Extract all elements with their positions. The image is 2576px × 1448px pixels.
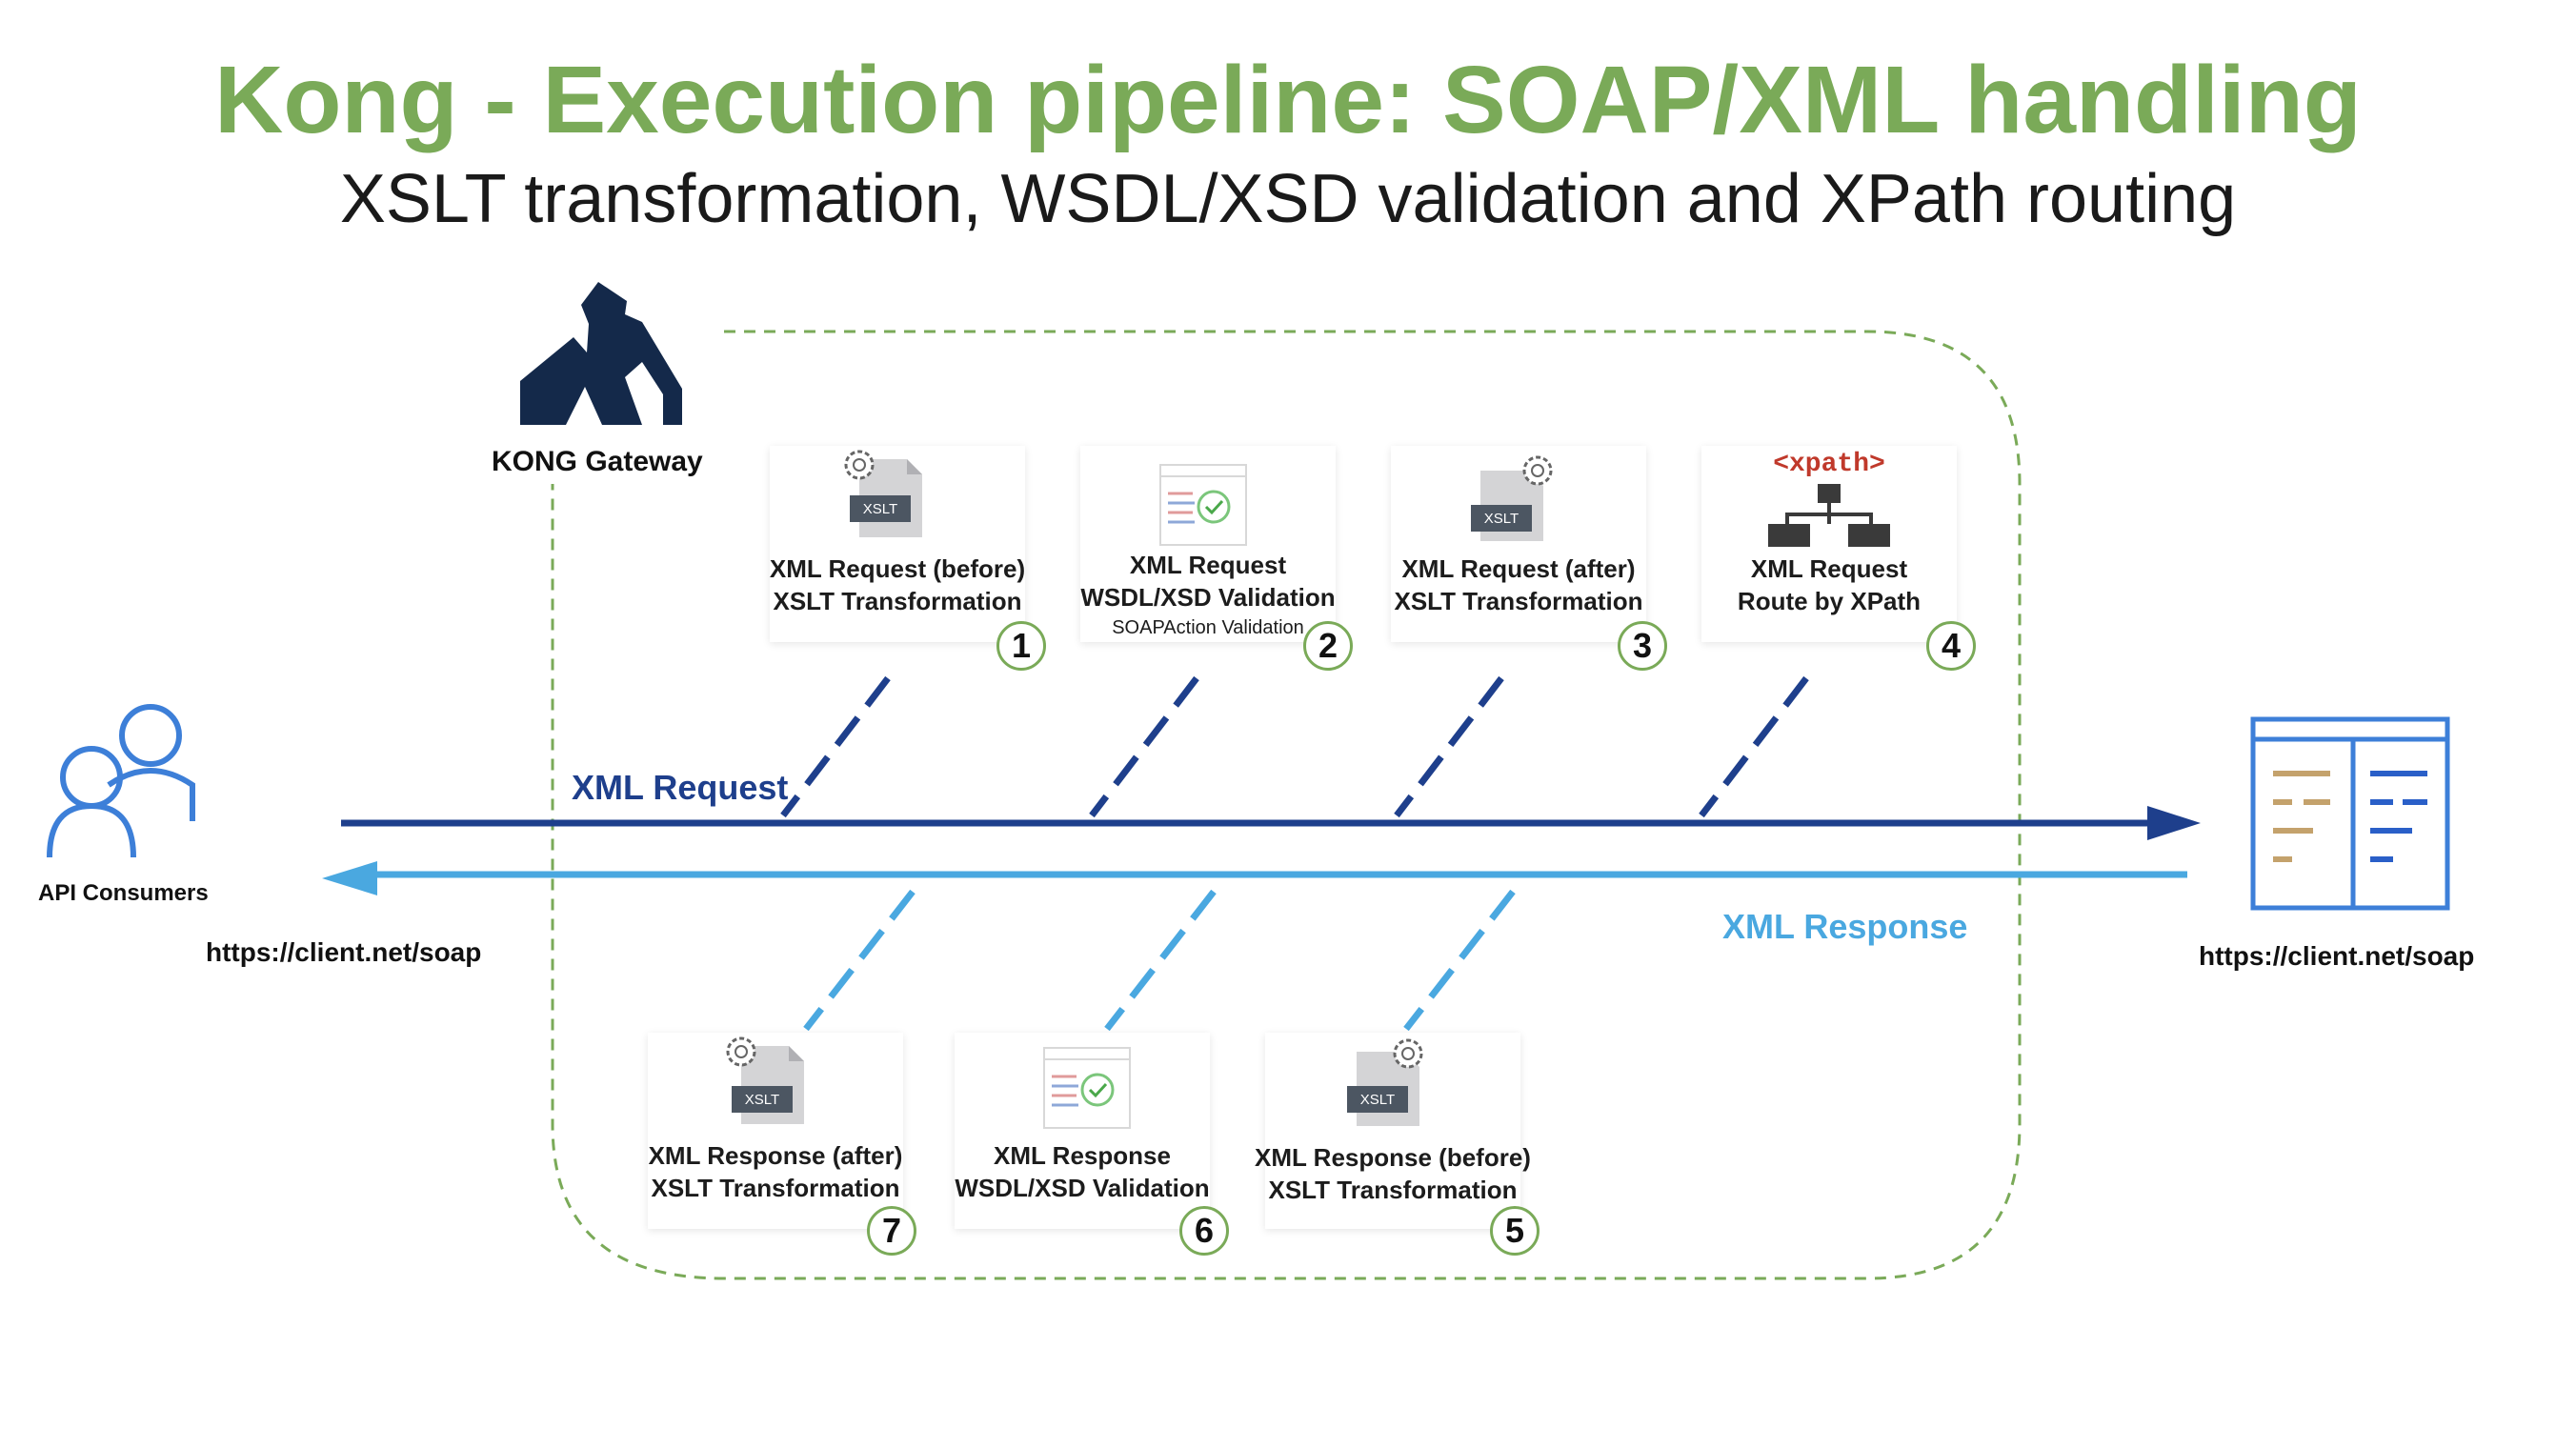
step-card-response-after-xslt: XSLT XML Response (after) XSLT Transform… [648, 1033, 903, 1229]
xslt-gear-icon: XSLT [844, 450, 922, 537]
step-7-line1: XML Response (after) [648, 1141, 903, 1170]
connector-response-5 [1403, 889, 1516, 1032]
svg-text:XSLT: XSLT [745, 1092, 779, 1108]
step-5-badge: 5 [1490, 1206, 1540, 1256]
page-title: Kong - Execution pipeline: SOAP/XML hand… [214, 47, 2362, 153]
connector-request-4 [1699, 675, 1809, 818]
step-6-line2: WSDL/XSD Validation [955, 1174, 1210, 1202]
svg-text:XSLT: XSLT [1484, 511, 1519, 527]
connector-request-2 [1089, 675, 1199, 818]
step-2-badge: 2 [1303, 621, 1353, 671]
step-3-line2: XSLT Transformation [1394, 587, 1643, 615]
connector-request-3 [1394, 675, 1504, 818]
svg-text:XSLT: XSLT [1360, 1092, 1395, 1108]
step-5-line2: XSLT Transformation [1268, 1176, 1518, 1204]
connector-request-1 [780, 675, 891, 818]
xslt-gear-icon: XSLT [1347, 1038, 1423, 1126]
step-2-line1: XML Request [1129, 551, 1287, 579]
users-icon [47, 704, 195, 858]
step-card-response-validation: XML Response WSDL/XSD Validation [955, 1033, 1210, 1229]
kong-gorilla-logo-icon [520, 282, 682, 425]
step-4-line2: Route by XPath [1737, 587, 1922, 615]
step-2-line2: WSDL/XSD Validation [1080, 583, 1336, 612]
step-card-request-xpath-route: <xpath> XML Request Route by XPath [1701, 446, 1957, 642]
svg-text:XSLT: XSLT [863, 501, 897, 517]
step-5-line1: XML Response (before) [1255, 1143, 1531, 1172]
step-card-response-before-xslt: XSLT XML Response (before) XSLT Transfor… [1255, 1033, 1531, 1229]
step-3-line1: XML Request (after) [1401, 554, 1636, 583]
response-arrow-head [322, 861, 377, 895]
consumers-label: API Consumers [38, 880, 209, 906]
document-service-icon [2250, 716, 2450, 911]
step-6-line1: XML Response [994, 1141, 1171, 1170]
step-4-line1: XML Request [1750, 554, 1908, 583]
xpath-tag-label: <xpath> [1701, 450, 1957, 479]
consumers-url: https://client.net/soap [206, 937, 482, 967]
request-flow-label: XML Request [572, 768, 789, 807]
gateway-label: KONG Gateway [492, 446, 703, 477]
xpath-tree-icon [1768, 484, 1890, 547]
upstream-url: https://client.net/soap [2199, 941, 2475, 971]
step-7-badge: 7 [867, 1206, 916, 1256]
step-2-line3: SOAPAction Validation [1112, 617, 1304, 638]
response-flow-label: XML Response [1722, 907, 1968, 946]
validation-check-icon [1043, 1047, 1131, 1129]
page-subtitle: XSLT transformation, WSDL/XSD validation… [339, 161, 2237, 237]
gateway-boundary [551, 330, 2022, 1280]
step-1-badge: 1 [996, 621, 1046, 671]
step-1-line1: XML Request (before) [769, 554, 1026, 583]
xslt-gear-icon: XSLT [1471, 455, 1553, 541]
step-card-request-before-xslt: XSLT XML Request (before) XSLT Transform… [770, 446, 1025, 642]
request-arrow-head [2147, 806, 2201, 840]
step-3-badge: 3 [1618, 621, 1667, 671]
step-card-request-validation: XML Request WSDL/XSD Validation SOAPActi… [1080, 446, 1336, 642]
step-card-request-after-xslt: XSLT XML Request (after) XSLT Transforma… [1391, 446, 1646, 642]
step-7-line2: XSLT Transformation [651, 1174, 900, 1202]
validation-check-icon [1159, 464, 1247, 546]
step-6-badge: 6 [1179, 1206, 1229, 1256]
connector-response-7 [803, 889, 916, 1032]
step-4-badge: 4 [1926, 621, 1976, 671]
xpath-tag-text: <xpath> [1773, 450, 1885, 479]
step-1-line2: XSLT Transformation [773, 587, 1022, 615]
connector-response-6 [1104, 889, 1217, 1032]
xslt-gear-icon: XSLT [726, 1036, 804, 1124]
